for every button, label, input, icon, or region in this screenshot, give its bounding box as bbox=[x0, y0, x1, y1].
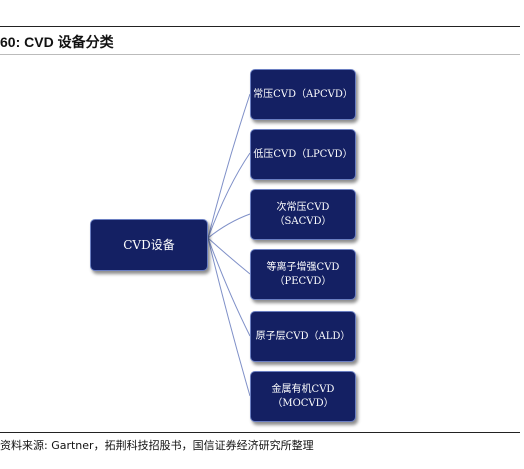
connector-mocvd bbox=[207, 237, 251, 397]
root-node-label: CVD设备 bbox=[123, 238, 175, 252]
connector-sacvd bbox=[207, 213, 251, 239]
root-node-cvd-equipment: CVD设备 bbox=[90, 219, 208, 271]
node-pecvd: 等离子增强CVD （PECVD） bbox=[250, 249, 356, 300]
node-ald: 原子层CVD（ALD） bbox=[250, 311, 356, 362]
figure-title: 60: CVD 设备分类 bbox=[0, 34, 114, 50]
connector-lpcvd bbox=[207, 152, 251, 239]
node-mocvd: 金属有机CVD （MOCVD） bbox=[250, 371, 356, 422]
source-note: 资料来源: Gartner，拓荆科技招股书，国信证券经济研究所整理 bbox=[0, 439, 314, 452]
node-sacvd: 次常压CVD（SACVD） bbox=[250, 189, 356, 240]
node-apcvd: 常压CVD（APCVD） bbox=[250, 69, 356, 120]
title-underline bbox=[0, 54, 520, 55]
node-lpcvd: 低压CVD（LPCVD） bbox=[250, 129, 356, 180]
node-label-apcvd: 常压CVD（APCVD） bbox=[253, 88, 353, 100]
connector-apcvd bbox=[207, 93, 251, 239]
connector-ald bbox=[207, 237, 251, 337]
node-label-sacvd: 次常压CVD（SACVD） bbox=[274, 201, 332, 227]
node-label-lpcvd: 低压CVD（LPCVD） bbox=[253, 148, 353, 160]
node-label-ald: 原子层CVD（ALD） bbox=[255, 330, 351, 342]
bottom-rule bbox=[0, 432, 520, 433]
node-label-pecvd: 等离子增强CVD （PECVD） bbox=[266, 261, 340, 287]
connector-pecvd bbox=[207, 237, 251, 275]
top-rule bbox=[0, 26, 520, 27]
node-label-mocvd: 金属有机CVD （MOCVD） bbox=[271, 383, 335, 409]
